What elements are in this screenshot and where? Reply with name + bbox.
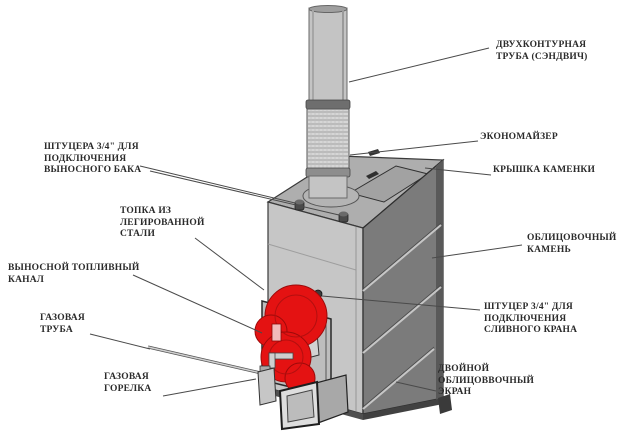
leader-gas-burner	[162, 378, 257, 397]
leader-economizer	[349, 140, 479, 156]
label-gas-burner: ГАЗОВАЯ ГОРЕЛКА	[104, 372, 152, 394]
burner-assembly	[254, 284, 332, 398]
cladding-seams	[362, 222, 442, 410]
label-economizer: ЭКОНОМАЙЗЕР	[480, 132, 558, 142]
lid-handle	[366, 171, 379, 179]
leader-sandwich-pipe	[348, 47, 490, 83]
label-fuel-channel: ВЫНОСНОЙ ТОПЛИВНЫЙ КАНАЛ	[8, 263, 140, 285]
label-sandwich-pipe: ДВУХКОНТУРНАЯ ТРУБА (СЭНДВИЧ)	[496, 40, 588, 62]
label-drain-fitting: ШТУЦЕР 3/4" ДЛЯ ПОДКЛЮЧЕНИЯ СЛИВНОГО КРА…	[484, 302, 578, 335]
fuel-channel	[278, 374, 349, 431]
gas-burner-valve	[257, 365, 277, 406]
leader-facing-stone	[431, 244, 523, 259]
label-facing-stone: ОБЛИЦОВОЧНЫЙ КАМЕНЬ	[527, 233, 617, 255]
leader-tank-fitting-1	[139, 165, 296, 204]
leader-kamenka-lid	[424, 167, 492, 176]
leader-gas-pipe	[89, 333, 151, 350]
pipe-band-upper	[305, 99, 351, 110]
stove-foot	[438, 394, 452, 414]
leader-double-screen	[395, 381, 437, 392]
leader-drain-fitting	[321, 295, 481, 311]
label-double-screen: ДВОЙНОЙ ОБЛИЦОВВОЧНЫЙ ЭКРАН	[438, 364, 535, 397]
gas-pipe	[147, 345, 262, 375]
right-edge-trim	[436, 160, 443, 402]
pipe-top-opening	[308, 5, 348, 13]
leader-tank-fitting-2	[149, 170, 340, 216]
pipe-upper	[308, 7, 348, 102]
leader-firebox	[194, 237, 265, 291]
leader-lines	[89, 47, 523, 397]
fuel-channel-side	[315, 374, 349, 424]
label-kamenka-lid: КРЫШКА КАМЕНКИ	[493, 165, 596, 175]
leader-fuel-channel	[132, 274, 263, 334]
chimney-pipe	[305, 5, 351, 199]
burner-sight-window	[271, 323, 282, 342]
pipe-lower	[308, 175, 348, 199]
label-tank-fittings: ШТУЦЕРА 3/4" ДЛЯ ПОДКЛЮЧЕНИЯ ВЫНОСНОГО Б…	[44, 142, 142, 175]
economizer-corrugated-section	[306, 108, 350, 170]
label-gas-pipe: ГАЗОВАЯ ТРУБА	[40, 313, 85, 335]
fuel-channel-opening	[286, 389, 315, 423]
base-strip-right	[363, 398, 443, 420]
label-firebox: ТОПКА ИЗ ЛЕГИРОВАННОЙ СТАЛИ	[120, 206, 205, 239]
